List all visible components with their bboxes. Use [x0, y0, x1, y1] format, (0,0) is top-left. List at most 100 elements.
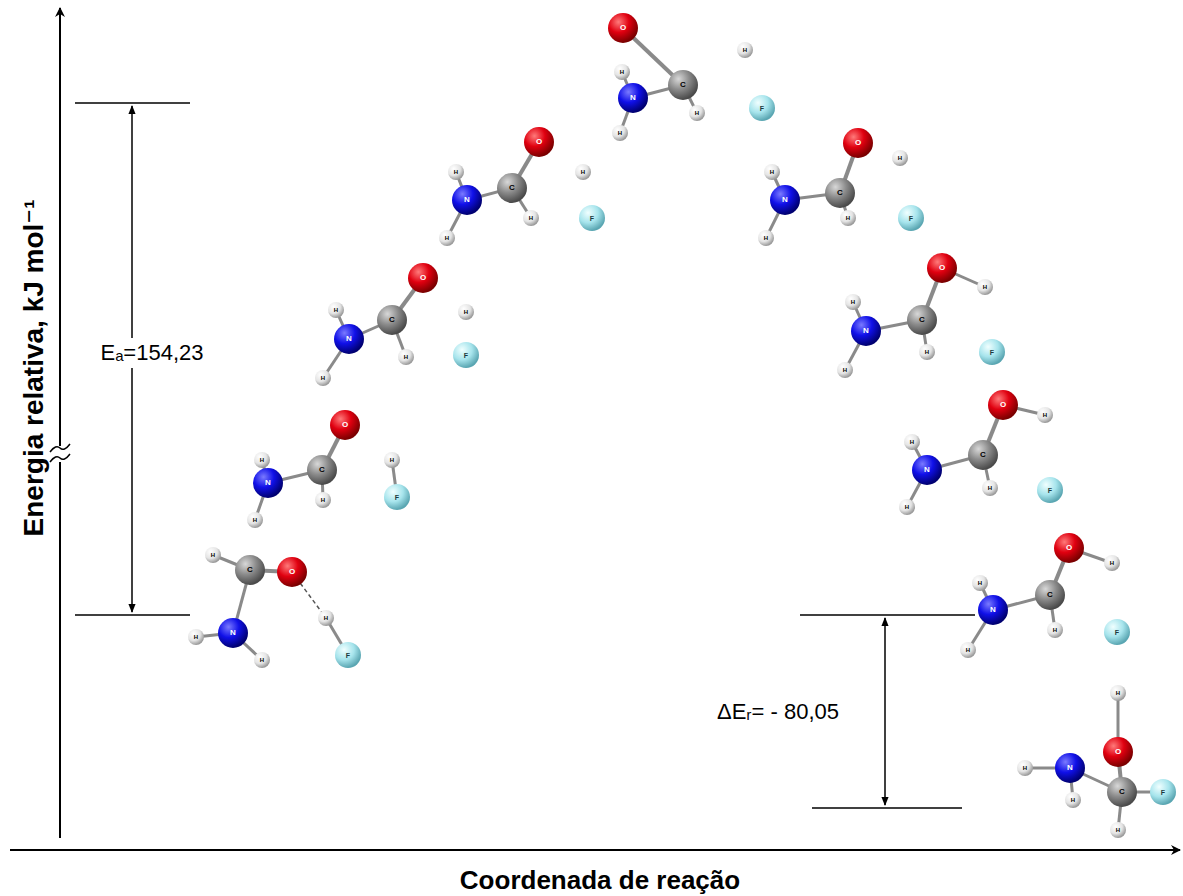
atom [254, 452, 270, 468]
atom-symbol: H [620, 69, 624, 75]
atom [524, 127, 554, 157]
atom [453, 342, 479, 368]
molecule [960, 533, 1130, 658]
atom-symbol: O [1066, 544, 1072, 552]
atom-symbol: H [1071, 797, 1075, 803]
atom [608, 13, 638, 43]
atom [205, 547, 221, 563]
atom [1107, 777, 1137, 807]
atom-symbol: C [247, 566, 253, 574]
atom-symbol: C [680, 81, 686, 89]
atom [235, 555, 265, 585]
atom-symbol: H [898, 155, 902, 161]
level-line [75, 102, 190, 104]
atom-symbol: H [843, 367, 847, 373]
molecule [758, 128, 924, 246]
atom [972, 575, 988, 591]
atom [218, 618, 248, 648]
atom [978, 595, 1008, 625]
atom-symbol: N [782, 196, 788, 204]
atom [335, 642, 361, 668]
atom-symbol: H [260, 457, 264, 463]
atom [1104, 619, 1130, 645]
molecule [188, 547, 361, 668]
atom [318, 610, 334, 626]
atom-symbol: H [770, 169, 774, 175]
atom-symbol: H [334, 307, 338, 313]
atom [384, 484, 410, 510]
atom-symbol: O [939, 264, 945, 272]
atom-symbol: H [988, 485, 992, 491]
atom [384, 452, 400, 468]
molecule [1017, 685, 1176, 838]
atom-symbol: H [695, 110, 699, 116]
atom-symbol: H [445, 235, 449, 241]
atom-symbol: C [919, 316, 925, 324]
atom-symbol: F [990, 349, 994, 356]
atom-symbol: F [590, 215, 594, 222]
atom [979, 339, 1005, 365]
molecule [315, 263, 479, 386]
atom-symbol: H [743, 47, 747, 53]
atom-symbol: O [1000, 401, 1006, 409]
atom [1017, 760, 1033, 776]
atom-symbol: F [1048, 487, 1052, 494]
atom [330, 410, 360, 440]
atom-symbol: O [420, 274, 426, 282]
atom [448, 164, 464, 180]
atom [1104, 555, 1120, 571]
atom [377, 305, 407, 335]
level-line [800, 614, 975, 616]
atom [458, 304, 474, 320]
atom [770, 185, 800, 215]
atom [1055, 753, 1085, 783]
axis-title: Energia relativa, kJ mol⁻¹ [20, 200, 48, 537]
atom-symbol: H [618, 130, 622, 136]
atom-symbol: N [265, 479, 271, 487]
atom-symbol: N [346, 335, 352, 343]
atom-symbol: F [760, 105, 764, 112]
atom-symbol: O [855, 139, 861, 147]
atom-symbol: H [390, 457, 394, 463]
atom-symbol: F [464, 352, 468, 359]
energy-arrow [884, 618, 886, 805]
atom [188, 629, 204, 645]
atom-symbol: F [346, 652, 350, 659]
atom [277, 557, 307, 587]
atom [334, 324, 364, 354]
atom-symbol: H [404, 354, 408, 360]
atom [1103, 737, 1133, 767]
atom [907, 305, 937, 335]
atom [253, 468, 283, 498]
atom-symbol: F [1161, 789, 1165, 796]
atom [837, 362, 853, 378]
atom-symbol: N [630, 94, 636, 102]
atom [614, 64, 630, 80]
atom-symbol: F [395, 494, 399, 501]
molecule [899, 390, 1063, 515]
atom-symbol: O [620, 24, 626, 32]
molecule [439, 127, 605, 246]
atom-symbol: H [910, 439, 914, 445]
atom [1035, 580, 1065, 610]
atom [988, 390, 1018, 420]
atom-symbol: C [319, 466, 325, 474]
atom-symbol: N [863, 327, 869, 335]
atom-symbol: H [464, 309, 468, 315]
atom-symbol: H [321, 375, 325, 381]
atom [612, 125, 628, 141]
atom [668, 70, 698, 100]
atom [825, 178, 855, 208]
atom [749, 95, 775, 121]
atom-symbol: C [1119, 788, 1125, 796]
atom-symbol: H [846, 215, 850, 221]
atom-symbol: N [1067, 764, 1073, 772]
molecule-frames [188, 13, 1176, 838]
atom [927, 253, 957, 283]
atom [328, 302, 344, 318]
atom [315, 492, 331, 508]
atom [904, 434, 920, 450]
molecule [608, 13, 775, 141]
atom-symbol: H [978, 580, 982, 586]
atom [1054, 533, 1084, 563]
